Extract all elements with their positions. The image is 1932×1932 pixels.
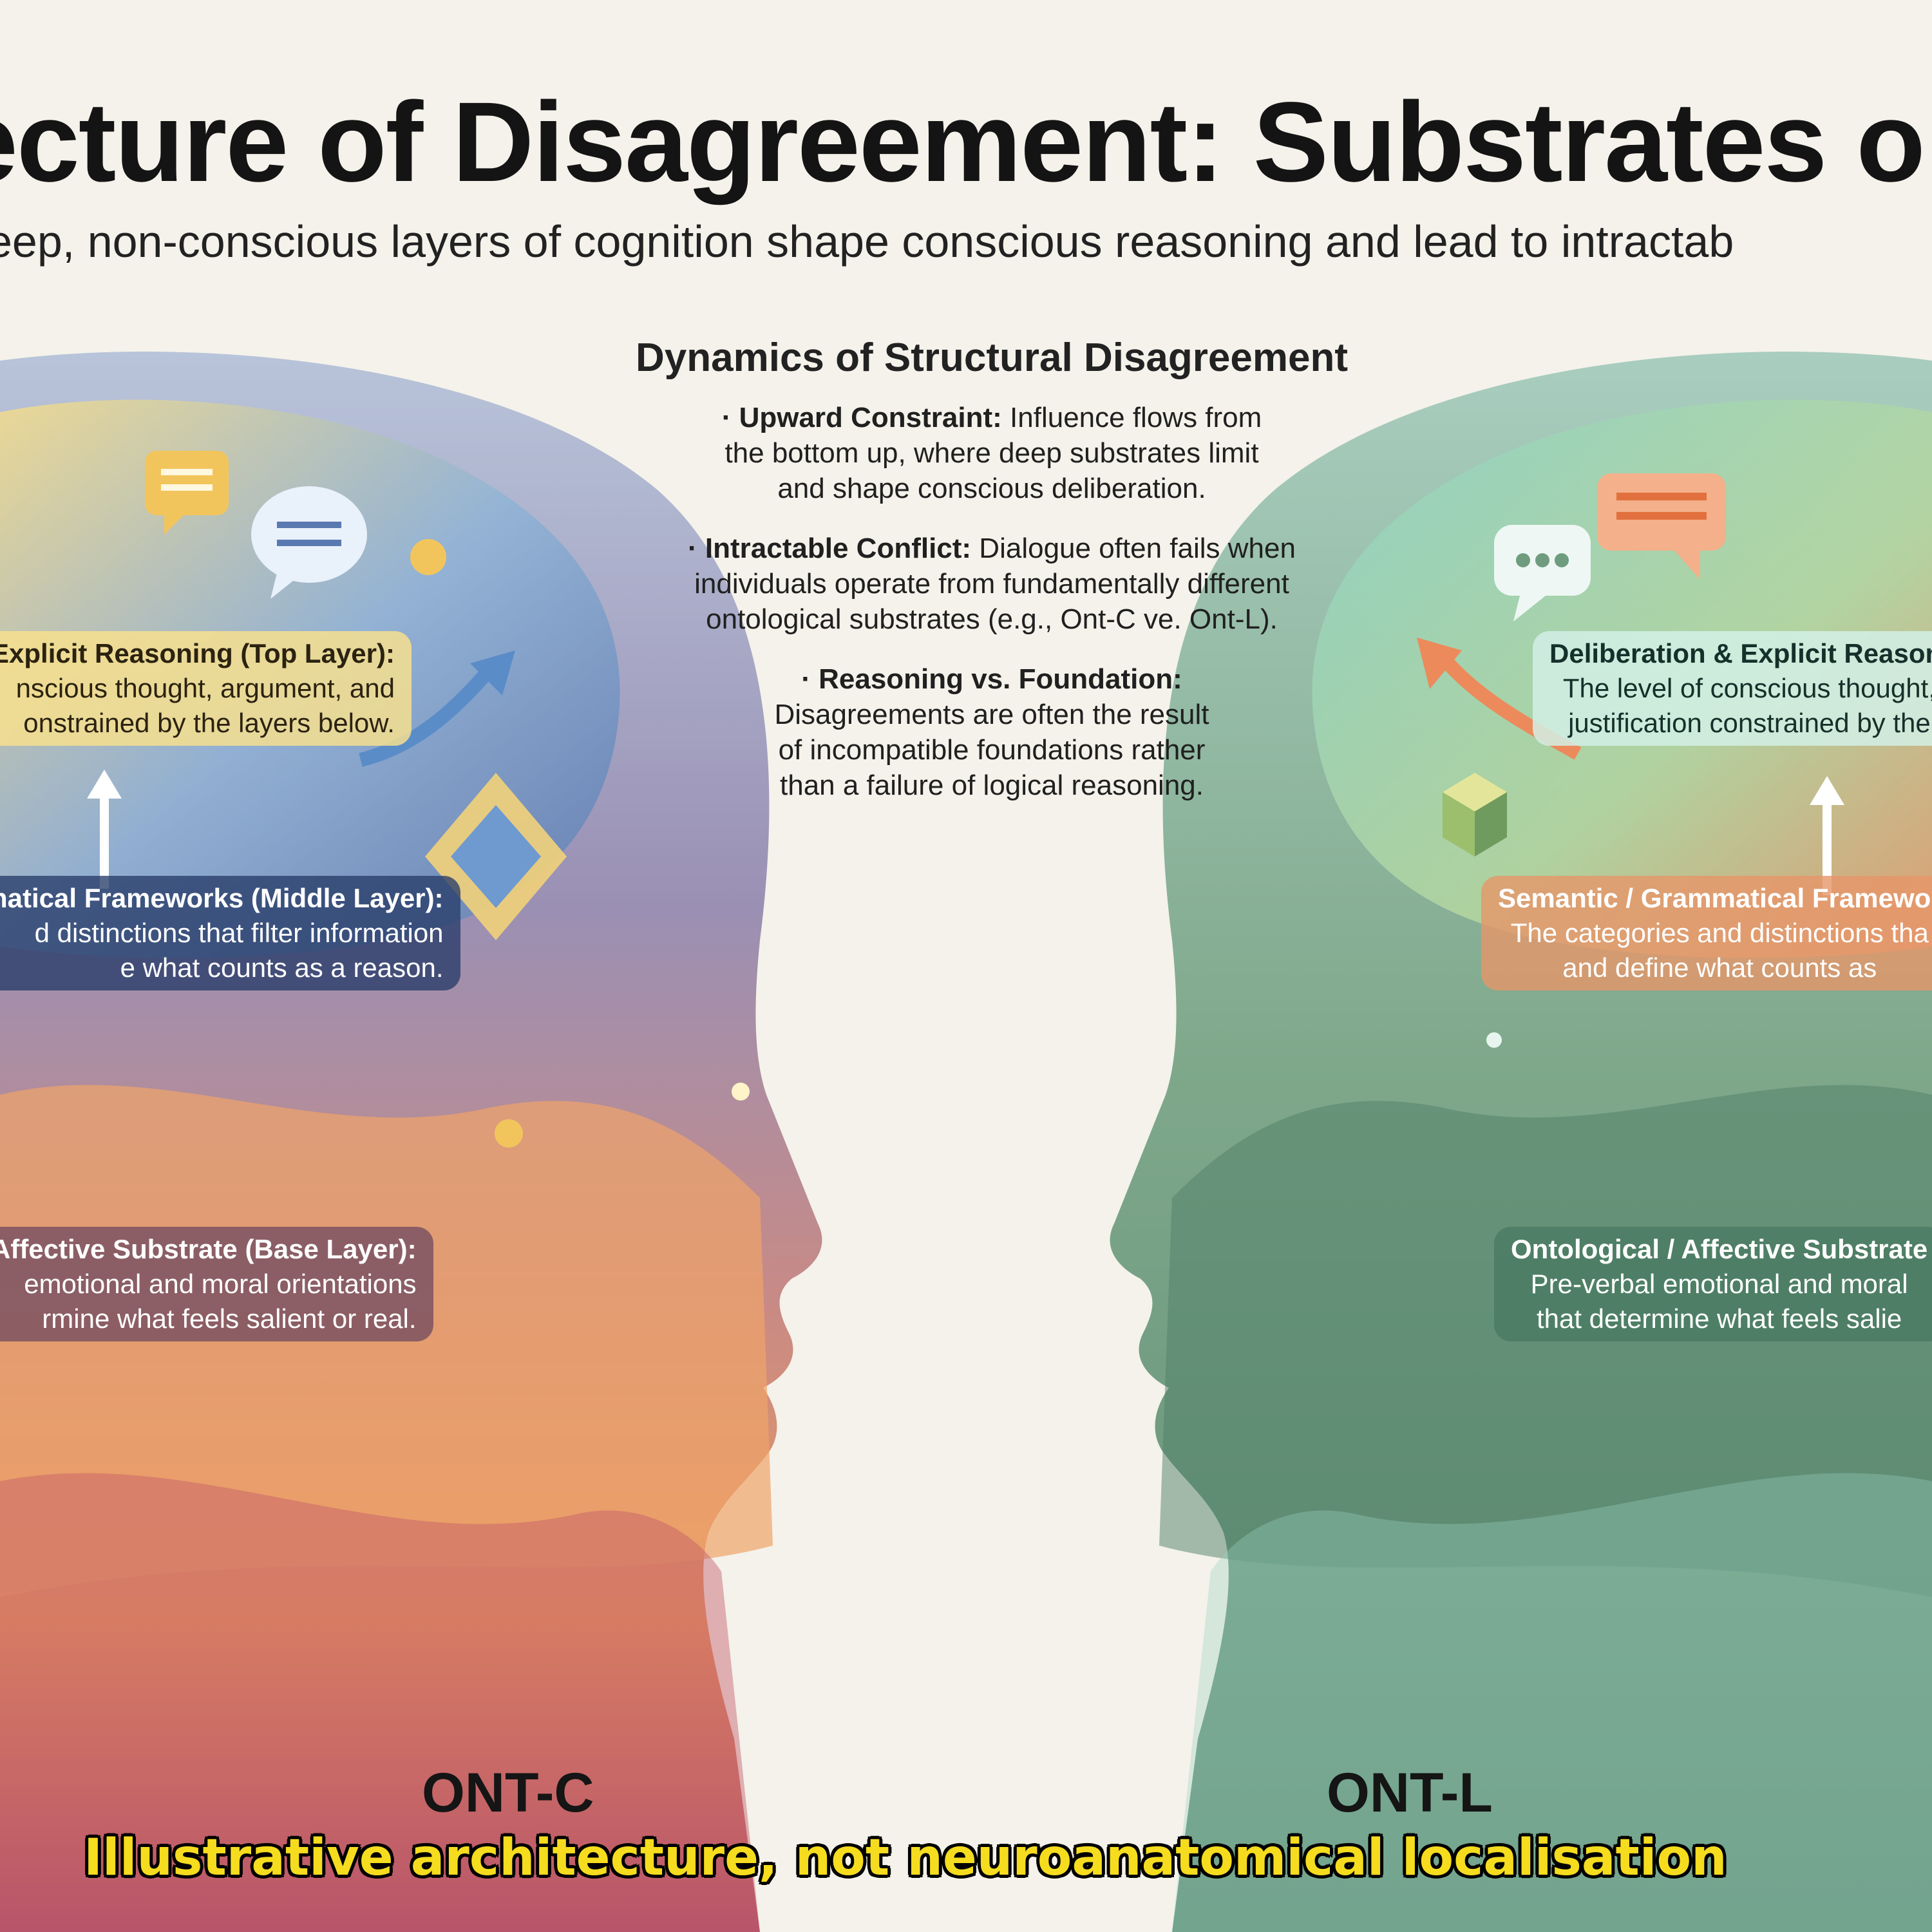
page-title: ecture of Disagreement: Substrates o [0, 79, 1926, 205]
layer-description: e what counts as a reason. [120, 952, 444, 983]
arrow-head-icon [470, 650, 515, 696]
layer-heading: Deliberation & Explicit Reasoni [1549, 638, 1932, 668]
dynamics-item-text: Disagreements are often the result of in… [774, 699, 1209, 801]
dynamics-item-label: · Reasoning vs. Foundation: [801, 663, 1182, 695]
layer-description: The level of conscious thought, [1562, 673, 1932, 703]
left-wave [0, 1473, 760, 1932]
dynamics-item-text: Dialogue often fails when individuals op… [694, 533, 1296, 635]
layer-description: that determine what feels salie [1536, 1303, 1902, 1334]
left-head-name: ONT-C [422, 1762, 594, 1824]
dot-icon [410, 539, 446, 575]
dot-icon [1486, 1032, 1502, 1048]
layer-description: nscious thought, argument, and [15, 673, 395, 703]
disclaimer-caption: Illustrative architecture, not neuroanat… [84, 1829, 1727, 1887]
arrow-up-icon [1810, 776, 1844, 895]
dynamics-item: · Reasoning vs. Foundation: Disagreement… [766, 661, 1217, 803]
layer-heading: Explicit Reasoning (Top Layer): [0, 638, 395, 668]
dynamics-item: · Intractable Conflict: Dialogue often f… [683, 531, 1301, 637]
left-top-layer-label: Explicit Reasoning (Top Layer): nscious … [0, 631, 412, 746]
curved-arrow-icon [359, 665, 495, 767]
dynamics-item: · Upward Constraint: Influence flows fro… [702, 400, 1282, 506]
speech-bubble-icon [251, 486, 367, 599]
layer-description: Pre-verbal emotional and moral [1530, 1269, 1908, 1299]
layer-heading: Affective Substrate (Base Layer): [0, 1234, 417, 1264]
speech-bubble-icon [1597, 473, 1726, 580]
layer-heading: natical Frameworks (Middle Layer): [0, 883, 444, 913]
left-middle-layer-label: natical Frameworks (Middle Layer): d dis… [0, 876, 460, 990]
right-base-layer-label: Ontological / Affective Substrate Pre-ve… [1494, 1227, 1932, 1341]
layer-description: The categories and distinctions tha [1510, 918, 1929, 948]
layer-heading: Ontological / Affective Substrate [1511, 1234, 1928, 1264]
dynamics-heading: Dynamics of Structural Disagreement [635, 336, 1348, 380]
right-top-layer-label: Deliberation & Explicit Reasoni The leve… [1533, 631, 1932, 746]
dynamics-item-label: · Upward Constraint: [721, 402, 1002, 433]
dot-icon [495, 1119, 523, 1148]
dynamics-panel: Dynamics of Structural Disagreement · Up… [535, 335, 1449, 828]
cube-icon [1443, 773, 1507, 857]
right-middle-layer-label: Semantic / Grammatical Framewor The cate… [1481, 876, 1932, 990]
layer-description: onstrained by the layers below. [23, 708, 395, 738]
speech-bubble-icon [145, 451, 229, 535]
dot-icon [732, 1083, 750, 1101]
right-wave [1172, 1473, 1932, 1932]
dynamics-item-text: Influence flows from the bottom up, wher… [724, 402, 1262, 504]
page-subtitle: eep, non-conscious layers of cognition s… [0, 216, 1734, 267]
layer-description: d distinctions that filter information [34, 918, 444, 948]
diamond-icon [425, 773, 567, 940]
layer-description: rmine what feels salient or real. [42, 1303, 417, 1334]
layer-heading: Semantic / Grammatical Framewor [1498, 883, 1932, 913]
left-base-layer-label: Affective Substrate (Base Layer): emotio… [0, 1227, 433, 1341]
layer-description: and define what counts as [1562, 952, 1877, 983]
arrow-up-icon [87, 770, 122, 889]
right-head-name: ONT-L [1327, 1762, 1493, 1824]
dynamics-item-label: · Intractable Conflict: [688, 533, 972, 564]
layer-description: emotional and moral orientations [24, 1269, 417, 1299]
arrow-head-icon [1417, 638, 1462, 689]
layer-description: justification constrained by the [1568, 708, 1931, 738]
speech-bubble-icon [1494, 525, 1591, 621]
